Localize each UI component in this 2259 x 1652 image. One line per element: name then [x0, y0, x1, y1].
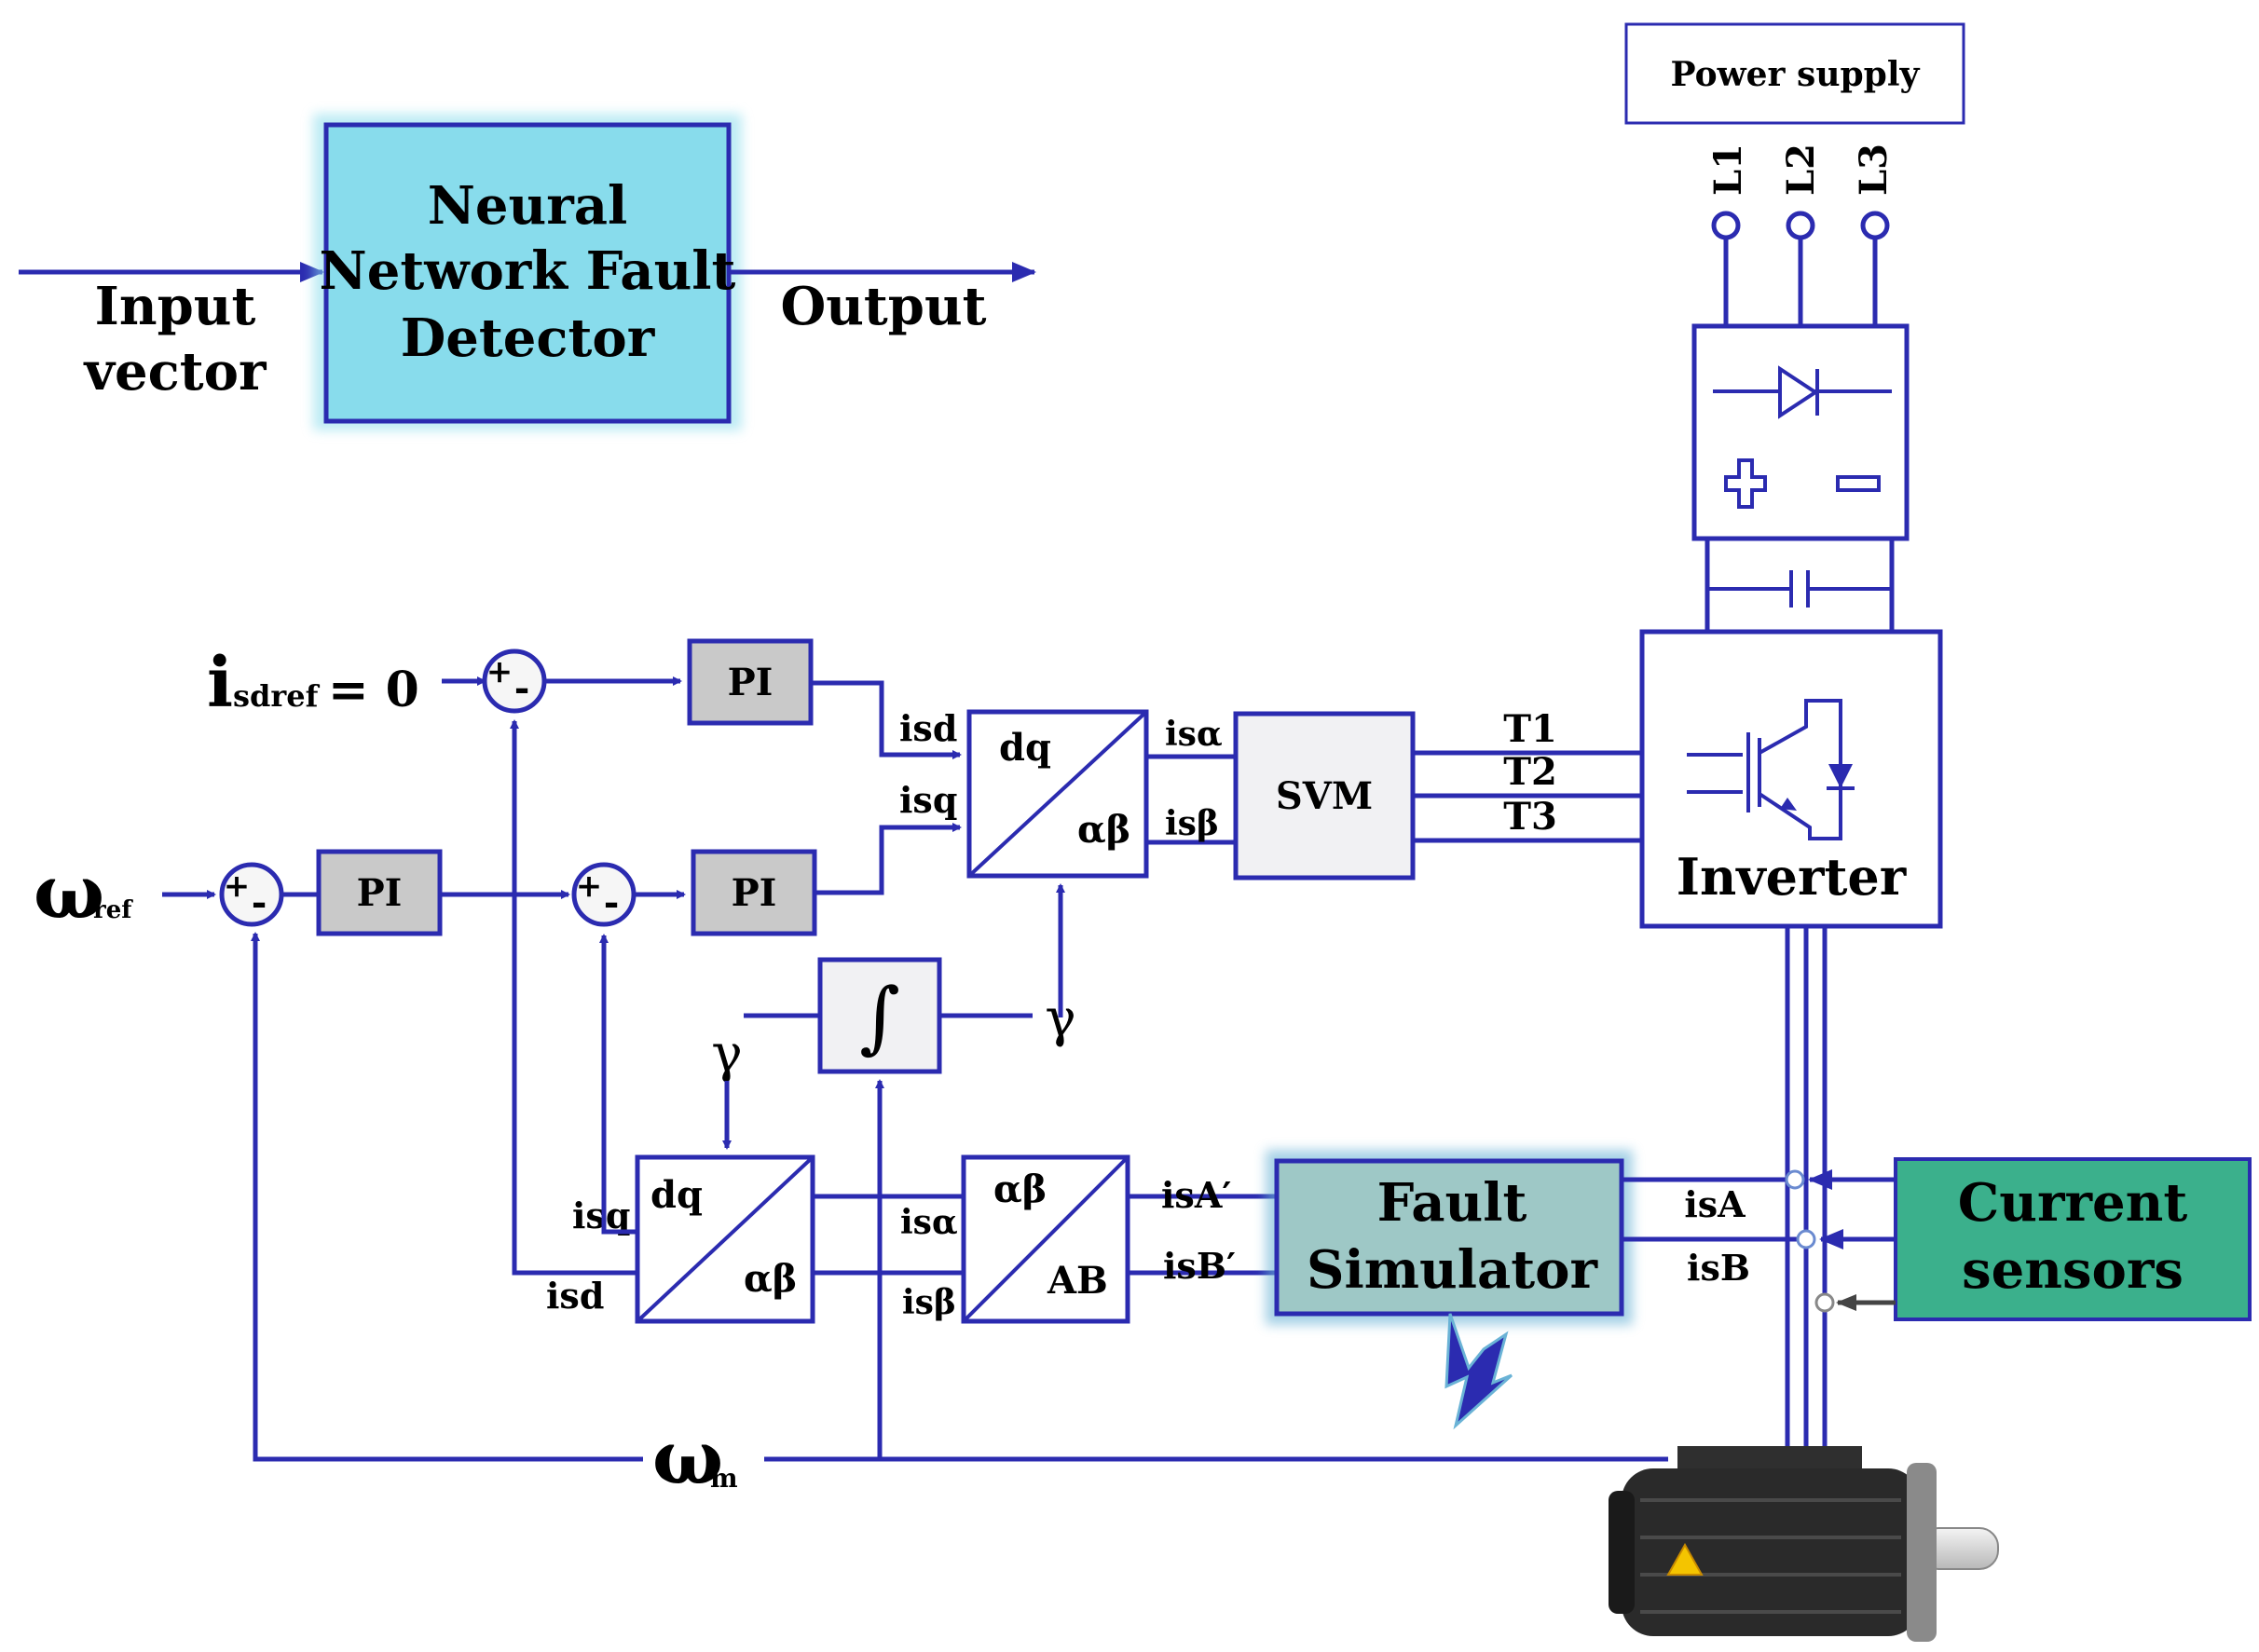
phase-l3-terminal: [1860, 211, 1890, 240]
input-label-2: vector: [83, 341, 267, 403]
svm-label: SVM: [1276, 774, 1373, 818]
nn-title-1: Neural: [428, 175, 628, 237]
phase-l2-label: L2: [1779, 143, 1823, 196]
pi-controller-isd: [687, 638, 814, 726]
igbt-icon: [1687, 699, 1855, 840]
diode-icon: [1713, 365, 1892, 419]
isb-prime-signal: isB′: [1163, 1245, 1236, 1287]
fault-sim-label-2: Simulator: [1307, 1239, 1598, 1301]
pi-controller-speed: [316, 849, 443, 936]
nn-fault-detector-box: [323, 122, 732, 424]
output-label: Output: [780, 276, 986, 337]
is-beta-signal-bottom: isβ: [902, 1283, 956, 1322]
control-section: i sdref = 0 + - PI isd ω ref + - PI + - …: [34, 638, 2252, 1501]
plus-icon: [1724, 458, 1767, 509]
fault-simulator-block: [1274, 1158, 1624, 1317]
pi-label-isq: PI: [732, 871, 777, 915]
svg-text:+: +: [486, 653, 513, 690]
phase-l2-terminal: [1786, 211, 1815, 240]
pi-label-isd: PI: [728, 661, 774, 704]
svg-text:-: -: [514, 666, 530, 710]
lightning-icon: [1444, 1313, 1513, 1430]
gamma-label-left: γ: [711, 1024, 742, 1085]
gate-t1-label: T1: [1503, 707, 1557, 751]
isa-signal: isA: [1684, 1183, 1746, 1225]
omega-ref-symbol: ω: [34, 848, 104, 935]
input-label-1: Input: [95, 276, 256, 337]
phase-l3-label: L3: [1852, 143, 1896, 196]
isd-signal-top: isd: [899, 707, 957, 749]
nn-section: Input vector Neural Network Fault Detect…: [19, 114, 1036, 430]
omega-m-subscript: m: [710, 1463, 738, 1494]
nn-title-2: Network Fault: [320, 240, 736, 302]
isb-signal: isB: [1687, 1247, 1750, 1289]
svg-text:-: -: [252, 881, 267, 924]
transform-ab2-alpha-beta: αβ: [993, 1167, 1047, 1211]
phase-l1-terminal: [1711, 211, 1741, 240]
transform-ab2-ab: AB: [1047, 1259, 1108, 1303]
current-sensors-label-2: sensors: [1962, 1239, 2184, 1301]
isq-signal-top: isq: [899, 779, 957, 821]
omega-m-symbol: ω: [652, 1413, 723, 1501]
gate-t3-label: T3: [1503, 795, 1557, 839]
is-alpha-signal-top: isα: [1165, 715, 1223, 754]
transform-bottom-ab: αβ: [744, 1257, 797, 1301]
gate-t2-label: T2: [1503, 750, 1557, 794]
power-supply-section: Power supply L1 L2 L3: [1624, 22, 1965, 1446]
power-supply-label: Power supply: [1671, 55, 1921, 94]
transform-bottom-dq: dq: [650, 1173, 703, 1217]
minus-icon: [1836, 475, 1881, 492]
svm-block: [1233, 711, 1416, 881]
gamma-label-right: γ: [1045, 989, 1075, 1049]
warning-triangle-icon: [1666, 1542, 1704, 1576]
transform-top-dq: dq: [999, 726, 1051, 770]
capacitor-icon: [1789, 570, 1810, 608]
power-supply-box: [1624, 22, 1965, 125]
svg-text:+: +: [576, 867, 603, 905]
isd-ref-symbol: i: [207, 643, 233, 723]
isa-prime-signal: isA′: [1161, 1174, 1231, 1216]
rectifier-box: [1691, 323, 1910, 541]
is-alpha-signal-bottom: isα: [900, 1203, 958, 1242]
current-sensors-label-1: Current: [1958, 1172, 2188, 1234]
isd-ref-subscript: sdref: [233, 678, 321, 714]
isd-signal-bottom: isd: [546, 1275, 604, 1317]
transform-top-ab: αβ: [1077, 808, 1130, 852]
phase-l1-label: L1: [1706, 143, 1750, 196]
svg-text:+: +: [224, 867, 251, 905]
fault-sim-label-1: Fault: [1377, 1172, 1527, 1234]
inverter-box: [1639, 629, 1943, 929]
motor-icon: [1609, 1446, 1999, 1642]
isd-ref-equals: = 0: [328, 662, 419, 718]
inverter-label: Inverter: [1677, 847, 1907, 907]
pi-label-speed: PI: [357, 871, 403, 915]
is-beta-signal-top: isβ: [1165, 804, 1219, 843]
integrator-symbol: ∫: [859, 971, 900, 1062]
current-sensors-block: [1894, 1157, 2252, 1321]
nn-title-3: Detector: [401, 307, 656, 369]
omega-ref-subscript: ref: [93, 896, 133, 924]
svg-text:-: -: [604, 881, 620, 924]
